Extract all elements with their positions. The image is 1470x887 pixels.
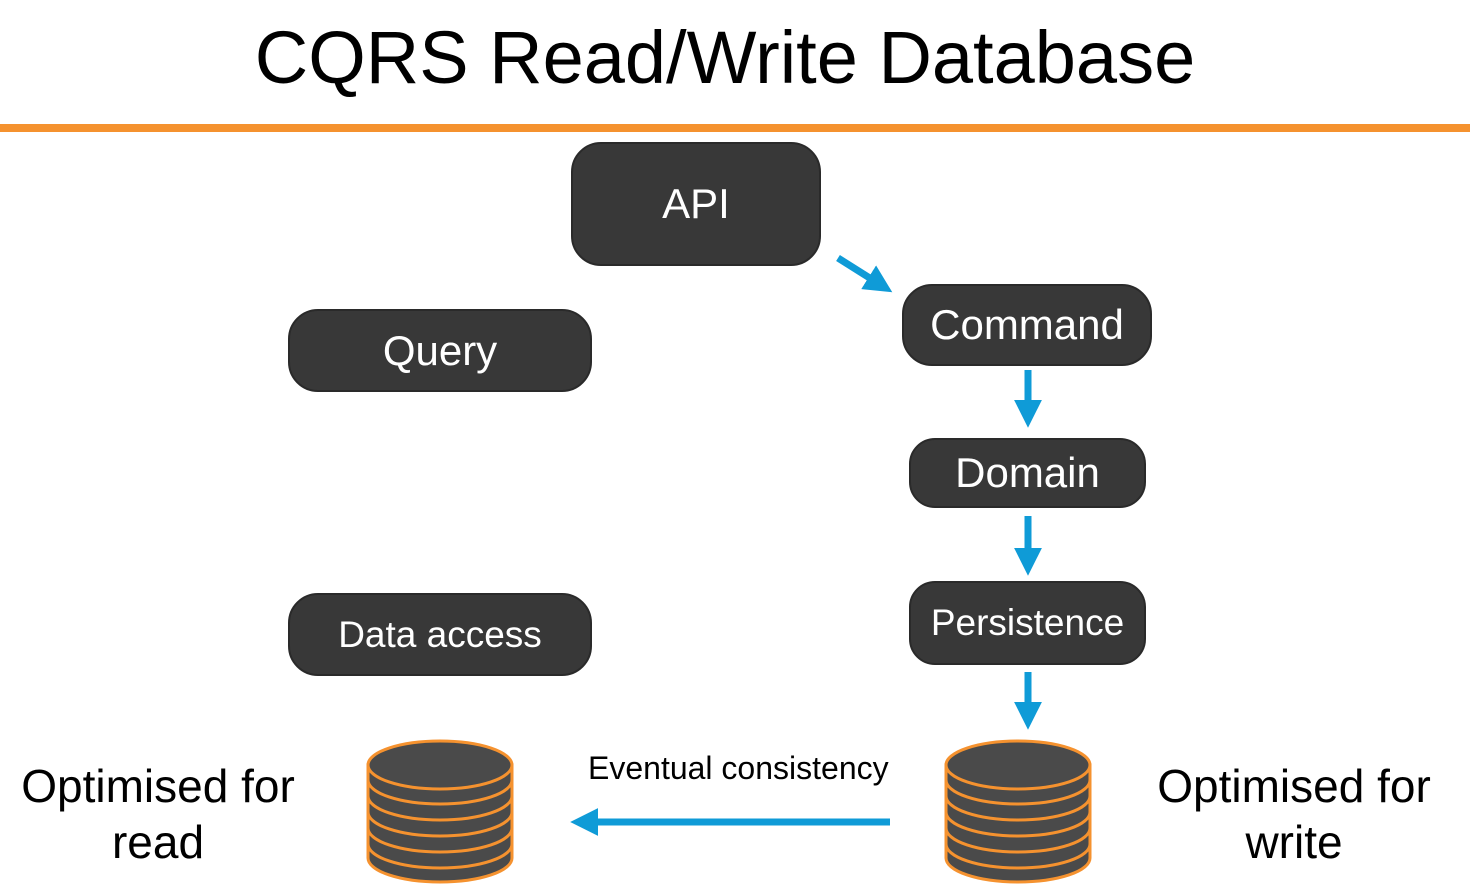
read-database-icon bbox=[366, 739, 514, 884]
write-db-caption-line2: write bbox=[1245, 816, 1343, 868]
arrow-api-to-command bbox=[836, 255, 893, 293]
api-node-label: API bbox=[662, 180, 730, 227]
domain-node-label: Domain bbox=[955, 449, 1100, 496]
data-access-node-label: Data access bbox=[338, 613, 542, 655]
write-database-icon bbox=[944, 739, 1092, 884]
query-node-label: Query bbox=[382, 326, 498, 374]
title-divider bbox=[0, 124, 1470, 132]
persistence-node-label: Persistence bbox=[930, 602, 1125, 643]
read-db-caption-line2: read bbox=[111, 816, 205, 868]
domain-node: Domain bbox=[909, 438, 1146, 508]
command-node: Command bbox=[902, 284, 1152, 366]
persistence-node: Persistence bbox=[909, 581, 1146, 665]
write-db-caption: Optimised for write bbox=[1144, 758, 1444, 870]
read-db-caption: Optimised for read bbox=[8, 758, 308, 870]
write-db-caption-line1: Optimised for bbox=[1157, 760, 1431, 812]
api-node: API bbox=[571, 142, 821, 266]
diagram-title: CQRS Read/Write Database bbox=[254, 16, 1196, 99]
command-node-label: Command bbox=[930, 301, 1124, 348]
eventual-consistency-label: Eventual consistency bbox=[588, 750, 889, 786]
data-access-node: Data access bbox=[288, 593, 592, 676]
query-node: Query bbox=[288, 309, 592, 392]
read-db-caption-line1: Optimised for bbox=[21, 760, 295, 812]
